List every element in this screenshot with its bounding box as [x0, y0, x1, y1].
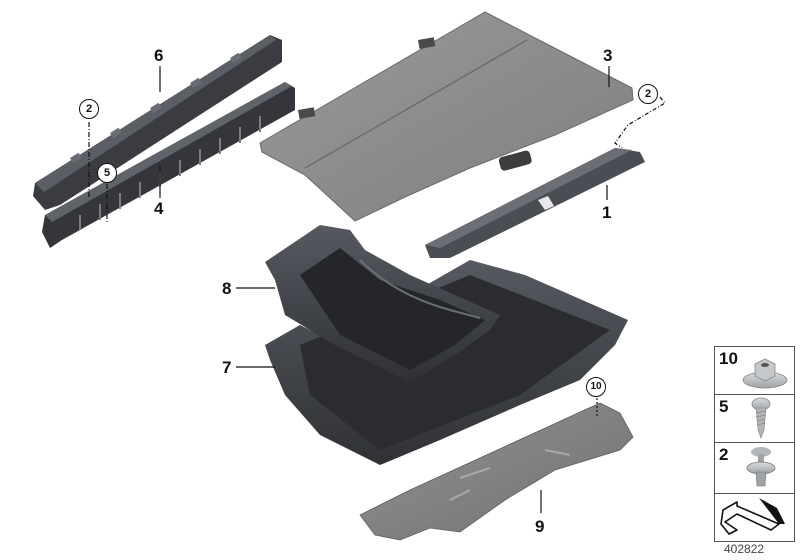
legend-number: 5	[719, 397, 729, 416]
callout-8: 8	[222, 279, 232, 298]
callout-7: 7	[222, 358, 232, 377]
collar-nut-icon	[742, 358, 788, 389]
expanding-rivet-icon	[746, 447, 776, 487]
circled-callout-2-left: 2	[79, 99, 99, 119]
callout-1: 1	[602, 203, 612, 222]
direction-arrow-icon	[720, 498, 785, 535]
part-3-floor-panel[interactable]	[259, 11, 634, 222]
callout-3: 3	[603, 46, 613, 65]
diagram-number: 402822	[724, 542, 765, 556]
callout-4: 4	[154, 199, 164, 218]
part-9-cover-plate[interactable]	[359, 402, 634, 541]
legend-number: 2	[719, 445, 729, 464]
legend-item-direction[interactable]	[715, 494, 794, 540]
fastener-legend: 10 5 2	[714, 346, 795, 542]
legend-number: 10	[719, 349, 738, 368]
legend-item-collar-nut[interactable]: 10	[715, 347, 794, 395]
screw-icon	[751, 397, 771, 439]
circled-callout-5: 5	[97, 163, 117, 183]
part-6-side-rail[interactable]	[33, 35, 282, 210]
part-8-upper-tray[interactable]	[265, 225, 500, 382]
legend-item-expanding-rivet[interactable]: 2	[715, 443, 794, 494]
circled-callout-10: 10	[586, 377, 606, 397]
callout-9: 9	[535, 517, 545, 536]
circled-callout-2-right: 2	[638, 84, 658, 104]
legend-item-screw[interactable]: 5	[715, 395, 794, 443]
part-1-sill-trim[interactable]	[425, 148, 645, 258]
callout-6: 6	[154, 46, 164, 65]
leader-lines	[88, 66, 666, 513]
